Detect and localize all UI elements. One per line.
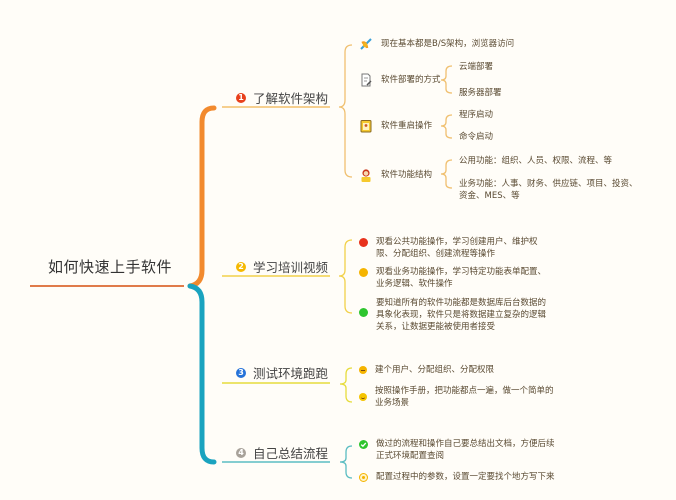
branch-4-label: 自己总结流程	[253, 446, 329, 461]
branch-1-item-1[interactable]: 现在基本都是B/S架构，浏览器访问	[359, 37, 514, 51]
branch-1-item-4-child-1[interactable]: 公用功能：组织、人员、权限、流程、等	[459, 156, 613, 166]
branch-4-item-1[interactable]: 做过的流程和操作自己要总结出文档，方便后续正式环境配置查阅	[359, 438, 561, 462]
number-badge-4: 4	[236, 447, 246, 458]
red-dot-icon	[359, 238, 368, 247]
document-edit-icon	[359, 73, 373, 87]
green-dot-icon	[359, 308, 368, 317]
person-icon	[359, 168, 373, 182]
branch-1-item-3-child-1[interactable]: 程序启动	[459, 110, 494, 120]
face-neutral-icon	[359, 366, 367, 374]
branch-3-label: 测试环境跑跑	[253, 366, 329, 381]
number-badge-3: 3	[236, 367, 246, 378]
check-circle-icon	[359, 440, 368, 449]
branch-1-item-3[interactable]: 软件重启操作	[359, 119, 432, 133]
branch-1-item-2[interactable]: 软件部署的方式	[359, 73, 441, 87]
branch-2-label: 学习培训视频	[253, 260, 329, 275]
root-topic[interactable]: 如何快速上手软件	[48, 258, 173, 276]
branch-1-item-4-child-2[interactable]: 业务功能：人事、财务、供应链、项目、投资、资金、MES、等	[459, 179, 638, 201]
branch-4[interactable]: 4 自己总结流程	[236, 443, 328, 462]
number-badge-1: 1	[236, 92, 246, 103]
branch-1[interactable]: 1 了解软件架构	[236, 88, 328, 107]
branch-3-item-1[interactable]: 建个用户、分配组织、分配权限	[359, 364, 494, 376]
target-circle-icon	[359, 472, 368, 482]
branch-3[interactable]: 3 测试环境跑跑	[236, 363, 328, 382]
branch-4-item-2[interactable]: 配置过程中的参数，设置一定要找个地方写下来	[359, 471, 555, 483]
face-smile-icon	[359, 393, 367, 401]
clipboard-icon	[359, 119, 373, 133]
branch-2-item-1[interactable]: 观看公共功能操作，学习创建用户、维护权限、分配组织、创建流程等操作	[359, 236, 554, 260]
branch-3-item-2[interactable]: 按照操作手册，把功能都点一遍，做一个简单的业务场景	[359, 385, 555, 409]
dna-icon	[359, 37, 373, 51]
branch-1-item-4[interactable]: 软件功能结构	[359, 168, 432, 182]
branch-2-item-2[interactable]: 观看业务功能操作，学习特定功能表单配置、业务逻辑、软件操作	[359, 266, 554, 290]
number-badge-2: 2	[236, 261, 246, 272]
branch-1-label: 了解软件架构	[253, 91, 329, 106]
branch-2-item-3[interactable]: 要知道所有的软件功能都是数据库后台数据的具象化表现，软件只是将数据建立复杂的逻辑…	[359, 297, 554, 333]
branch-2[interactable]: 2 学习培训视频	[236, 257, 328, 276]
branch-1-item-3-child-2[interactable]: 命令启动	[459, 132, 494, 142]
orange-dot-icon	[359, 268, 368, 277]
branch-1-item-2-child-2[interactable]: 服务器部署	[459, 88, 502, 98]
branch-1-item-2-child-1[interactable]: 云端部署	[459, 62, 494, 72]
